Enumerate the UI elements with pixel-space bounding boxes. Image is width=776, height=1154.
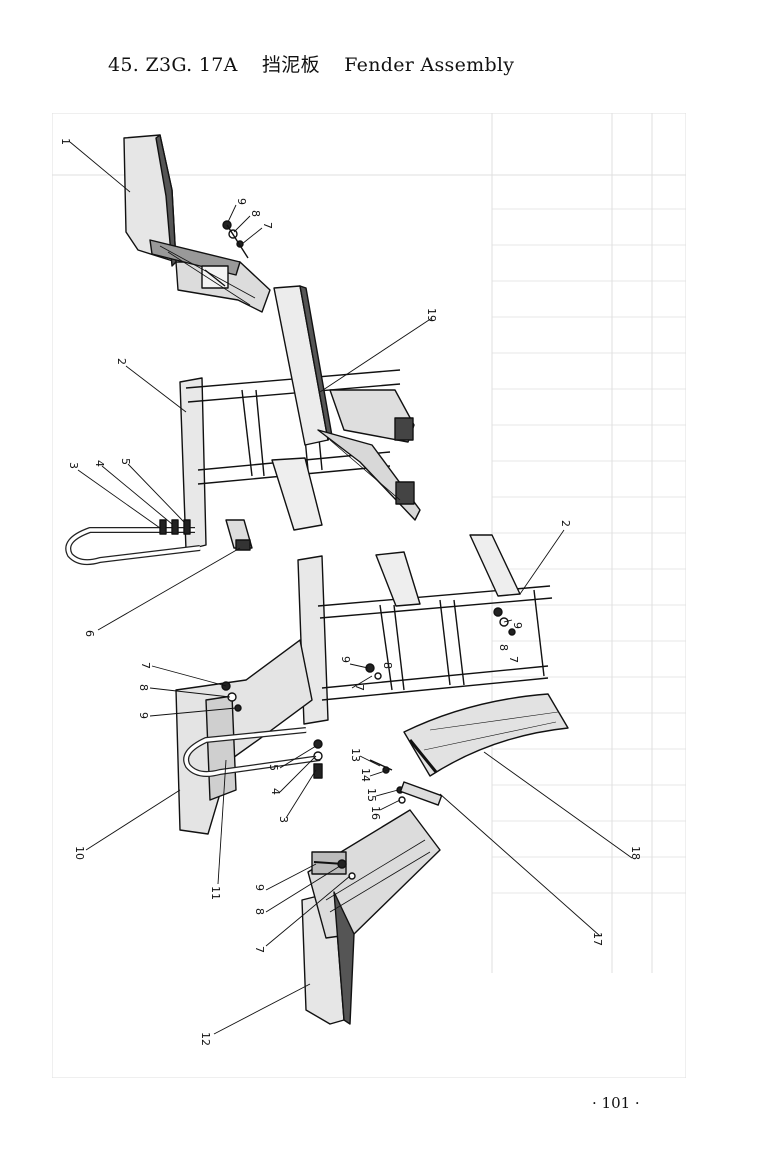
callout-1: 1 [59,138,72,145]
title-chinese: 挡泥板 [261,54,320,76]
callout-8-mid: 8 [381,662,394,669]
fastener-stack-lower [313,739,323,779]
callout-9-upper: 9 [235,198,248,205]
callout-5-lower: 5 [267,764,280,771]
callout-18: 18 [629,846,642,860]
part-rear-fender-top [123,134,271,313]
callout-7-mid: 7 [353,684,366,691]
callout-8-bottom: 8 [253,908,266,915]
part-fender-assembly-19 [273,285,421,521]
callout-5-left: 5 [119,458,132,465]
callout-19: 19 [425,308,438,322]
part-handrail-left [65,519,201,566]
callout-7-lower: 7 [139,662,152,669]
callout-2-right: 2 [559,520,572,527]
callout-7-right: 7 [507,656,520,663]
callout-13: 13 [349,748,362,762]
callout-15: 15 [365,788,378,802]
callout-8-right: 8 [497,644,510,651]
callout-7-upper: 7 [261,222,274,229]
drawing-code: 45. Z3G. 17A [108,54,238,76]
part-plank-18 [403,693,569,777]
callout-12: 12 [199,1032,212,1046]
callout-14: 14 [359,768,372,782]
callout-7-bottom: 7 [253,946,266,953]
callout-3-left: 3 [67,462,80,469]
fastener-set-upper [222,220,249,259]
callout-11: 11 [209,886,222,900]
part-ladder-frame-right [297,534,553,725]
page-title: 45. Z3G. 17A 挡泥板 Fender Assembly [108,50,532,77]
callout-9-mid: 9 [339,656,352,663]
callout-17: 17 [591,932,604,946]
callout-4-left: 4 [93,460,106,467]
callout-10: 10 [73,846,86,860]
callout-16: 16 [369,806,382,820]
callout-3-lower: 3 [277,816,290,823]
part-small-fasteners [369,759,443,806]
part-fender-12 [301,809,441,1025]
callout-8-lower: 8 [137,684,150,691]
part-front-fender-10 [175,639,321,835]
callout-9-bottom: 9 [253,884,266,891]
callout-8-upper: 8 [249,210,262,217]
part-ladder-frame-left [179,369,401,551]
callout-2-left: 2 [115,358,128,365]
callout-9-lower: 9 [137,712,150,719]
callout-6: 6 [83,630,96,637]
callout-9-right: 9 [511,622,524,629]
part-bracket-6 [225,519,253,551]
page-number: · 101 · [592,1094,640,1112]
callout-4-lower: 4 [269,788,282,795]
title-english: Fender Assembly [344,54,515,76]
